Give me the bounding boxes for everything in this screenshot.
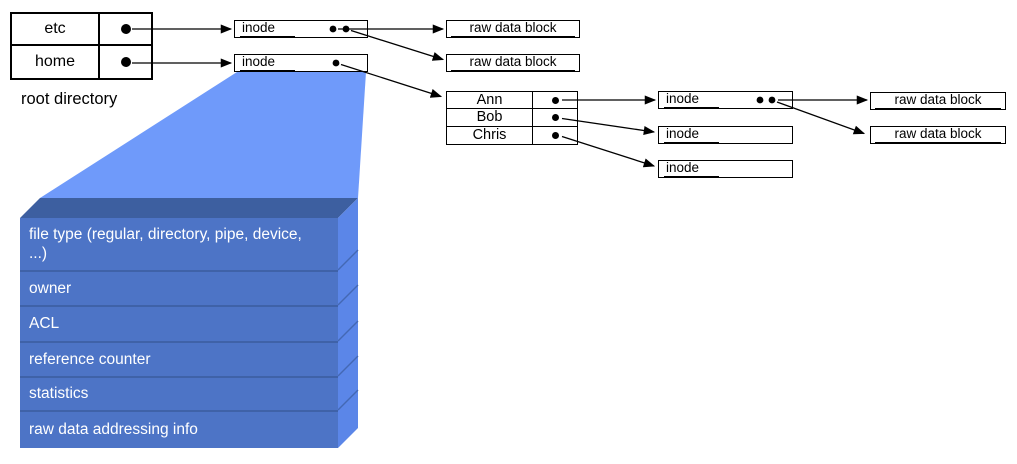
- inode-label: inode: [664, 92, 720, 108]
- inode-box-3: inode: [658, 91, 793, 109]
- inode-box-2: inode: [234, 54, 368, 72]
- root-directory-entry-home-pointer: [100, 46, 151, 78]
- stack-top-bevel: [20, 198, 358, 218]
- stack-row-acl: ACL: [20, 305, 338, 341]
- user-directory-entry-ann-pointer: [533, 92, 577, 110]
- raw-data-block-3: raw data block: [870, 92, 1006, 110]
- raw-data-block-label: raw data block: [875, 93, 1001, 109]
- stack-row-raw-data-addressing: raw data addressing info: [20, 410, 338, 448]
- raw-data-block-1: raw data block: [446, 20, 580, 38]
- user-directory-entry-chris-pointer: [533, 127, 577, 144]
- inode-detail-stack: file type (regular, directory, pipe, dev…: [20, 218, 338, 448]
- inode-label: inode: [240, 55, 296, 71]
- pointer-dot-icon: [551, 96, 559, 104]
- pointer-dot-icon: [551, 113, 559, 121]
- user-directory-entry-bob: Bob: [447, 109, 533, 127]
- root-directory-entry-etc: etc: [12, 14, 100, 46]
- raw-data-block-label: raw data block: [875, 127, 1001, 143]
- root-directory-entry-home: home: [12, 46, 100, 78]
- pointer-dot-icon: [120, 24, 131, 34]
- stack-side-separators: [337, 249, 359, 411]
- stack-row-statistics: statistics: [20, 376, 338, 410]
- root-directory-entry-etc-pointer: [100, 14, 151, 46]
- raw-data-block-4: raw data block: [870, 126, 1006, 144]
- stack-row-reference-counter: reference counter: [20, 341, 338, 376]
- inode-label: inode: [664, 161, 720, 177]
- inode-label: inode: [664, 127, 720, 143]
- user-directory-entry-bob-pointer: [533, 109, 577, 127]
- user-directory-entry-chris: Chris: [447, 126, 533, 144]
- inode-label: inode: [240, 21, 296, 37]
- inode-box-1: inode: [234, 20, 368, 38]
- raw-data-block-label: raw data block: [451, 21, 575, 37]
- inode-box-5: inode: [658, 160, 793, 178]
- raw-data-block-label: raw data block: [451, 55, 575, 71]
- stack-side-face: [338, 198, 358, 448]
- inode-box-4: inode: [658, 126, 793, 144]
- stack-row-owner: owner: [20, 270, 338, 305]
- user-directory-table: Ann Bob Chris: [446, 91, 578, 145]
- pointer-dot-icon: [120, 57, 131, 67]
- pointer-dot-icon: [551, 131, 559, 139]
- root-directory-caption: root directory: [21, 90, 118, 108]
- root-directory-table: etc home: [10, 12, 153, 80]
- user-directory-entry-ann: Ann: [447, 92, 533, 110]
- stack-row-file-type: file type (regular, directory, pipe, dev…: [20, 218, 338, 270]
- raw-data-block-2: raw data block: [446, 54, 580, 72]
